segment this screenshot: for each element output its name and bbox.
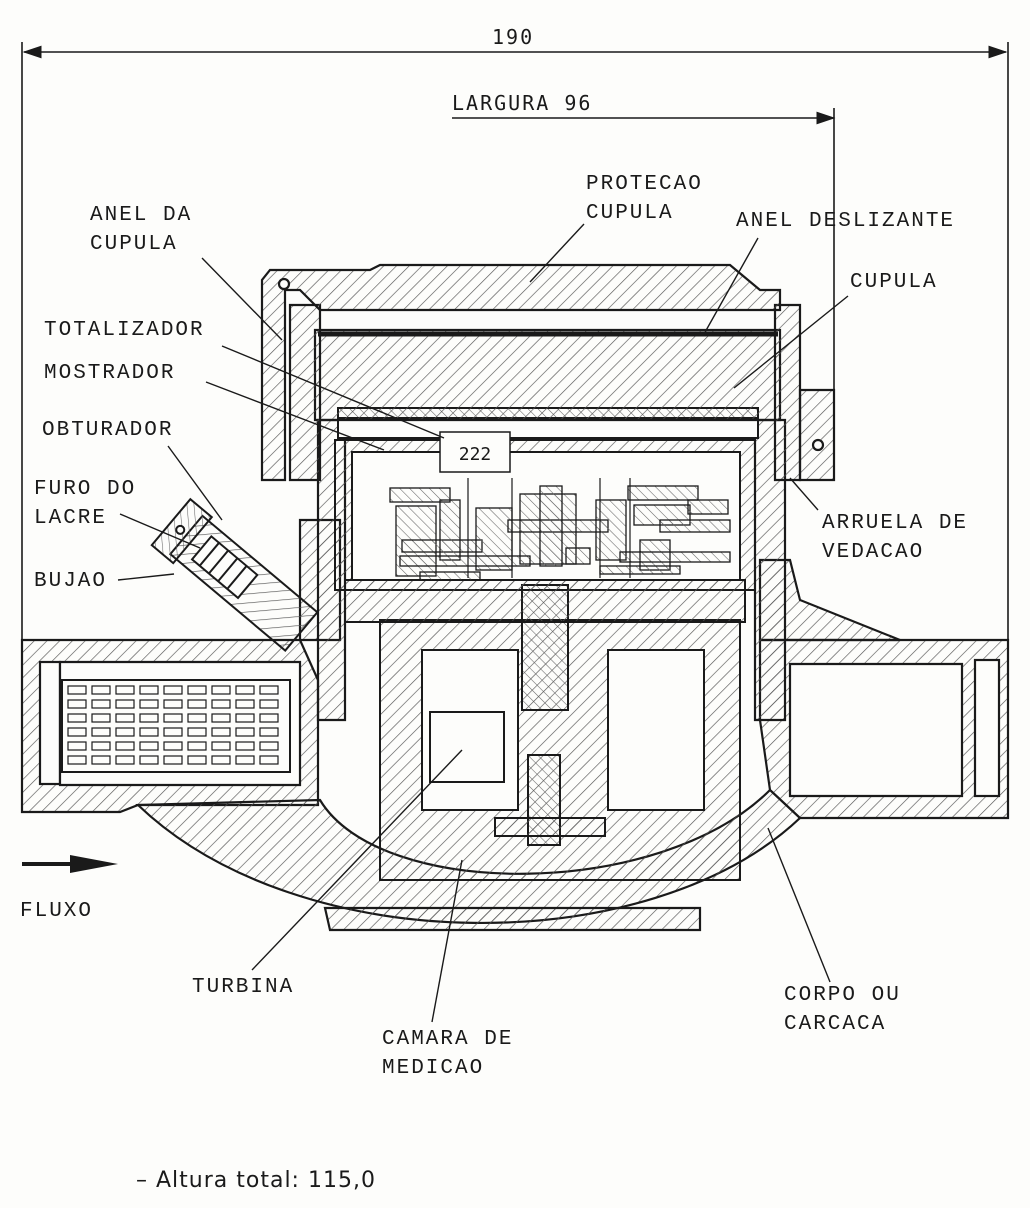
regulator-plug [150, 497, 319, 652]
gear [595, 499, 627, 561]
strainer-slot [211, 685, 231, 695]
measuring-chamber [379, 584, 741, 881]
gear [599, 565, 681, 575]
label-bujao: BUJAO [34, 570, 108, 593]
strainer-slot [91, 713, 111, 723]
strainer-slot [259, 755, 279, 765]
strainer-slot [187, 699, 207, 709]
label-mostrador: MOSTRADOR [44, 362, 176, 385]
strainer-slot [187, 741, 207, 751]
gear [439, 499, 461, 561]
strainer-slot [139, 755, 159, 765]
strainer-slot [115, 755, 135, 765]
gear [687, 499, 729, 515]
label-camara-de-medicao: CAMARA DE MEDICAO [382, 1028, 514, 1080]
gear-train [389, 478, 731, 581]
strainer-slot [115, 713, 135, 723]
overall-length-dimension: 190 [492, 25, 535, 49]
strainer-slot [235, 755, 255, 765]
strainer-slot [139, 727, 159, 737]
gear [419, 571, 481, 581]
strainer-slot [163, 685, 183, 695]
strainer-slot [259, 685, 279, 695]
strainer-slot [91, 685, 111, 695]
gear [627, 485, 699, 501]
total-height-note: – Altura total: 115,0 [136, 1168, 376, 1193]
gear [539, 485, 563, 567]
strainer-slot [67, 685, 87, 695]
strainer-slot [187, 713, 207, 723]
strainer-slot [235, 741, 255, 751]
strainer-slot [139, 685, 159, 695]
width-dimension: LARGURA 96 [452, 91, 593, 115]
strainer-slot [187, 685, 207, 695]
label-totalizador: TOTALIZADOR [44, 319, 205, 342]
label-protecao-cupula: PROTECAO CUPULA [586, 173, 703, 225]
protective-lid [260, 263, 782, 482]
strainer-slot [187, 727, 207, 737]
strainer-slot [67, 755, 87, 765]
strainer-slot [163, 755, 183, 765]
strainer-slot [91, 699, 111, 709]
leader-lines [117, 223, 849, 1023]
strainer-slot [163, 713, 183, 723]
strainer-slot [187, 755, 207, 765]
gear [619, 551, 731, 563]
strainer-frame [61, 679, 291, 773]
strainer-slot [259, 699, 279, 709]
strainer-slot [67, 699, 87, 709]
strainer-slot [235, 713, 255, 723]
gear [659, 519, 731, 533]
strainer-slot [235, 685, 255, 695]
strainer-slot [67, 713, 87, 723]
flow-arrow-icon [22, 855, 118, 873]
strainer-slot [91, 741, 111, 751]
strainer-slot [235, 699, 255, 709]
strainer-slot [211, 755, 231, 765]
strainer-slot [235, 727, 255, 737]
gear [565, 547, 591, 565]
strainer-slot [211, 713, 231, 723]
label-furo-do-lacre: FURO DO LACRE [34, 478, 137, 530]
strainer-slot [259, 741, 279, 751]
label-fluxo: FLUXO [20, 900, 94, 923]
dimension-190 [21, 42, 1009, 640]
strainer-slot [139, 741, 159, 751]
strainer-slot [139, 699, 159, 709]
strainer-slot [163, 699, 183, 709]
strainer-slot [163, 741, 183, 751]
label-anel-deslizante: ANEL DESLIZANTE [736, 210, 956, 233]
label-arruela-de-vedacao: ARRUELA DE VEDACAO [822, 512, 969, 564]
strainer-slot [163, 727, 183, 737]
strainer-slot [67, 741, 87, 751]
gear [389, 487, 451, 503]
strainer-slot [115, 741, 135, 751]
counter-digits: 222 [439, 431, 511, 473]
strainer-slot [139, 713, 159, 723]
strainer-slot [91, 755, 111, 765]
strainer-slot [67, 727, 87, 737]
strainer-slot [91, 727, 111, 737]
strainer-slot [115, 685, 135, 695]
strainer-slot [211, 741, 231, 751]
label-cupula: CUPULA [850, 271, 938, 294]
strainer-slot [211, 727, 231, 737]
label-corpo-ou-carcaca: CORPO OU CARCACA [784, 984, 901, 1036]
dome [288, 303, 836, 482]
strainer-slot [259, 713, 279, 723]
gear [399, 555, 531, 567]
strainer-slot [115, 727, 135, 737]
strainer-slot [211, 699, 231, 709]
inlet-strainer [61, 679, 291, 773]
strainer-slot [259, 727, 279, 737]
dimension-width [452, 108, 836, 392]
label-obturador: OBTURADOR [42, 419, 174, 442]
label-turbina: TURBINA [192, 976, 295, 999]
strainer-slot [115, 699, 135, 709]
counter-digits-text: 222 [459, 444, 492, 465]
label-anel-da-cupula: ANEL DA CUPULA [90, 204, 193, 256]
